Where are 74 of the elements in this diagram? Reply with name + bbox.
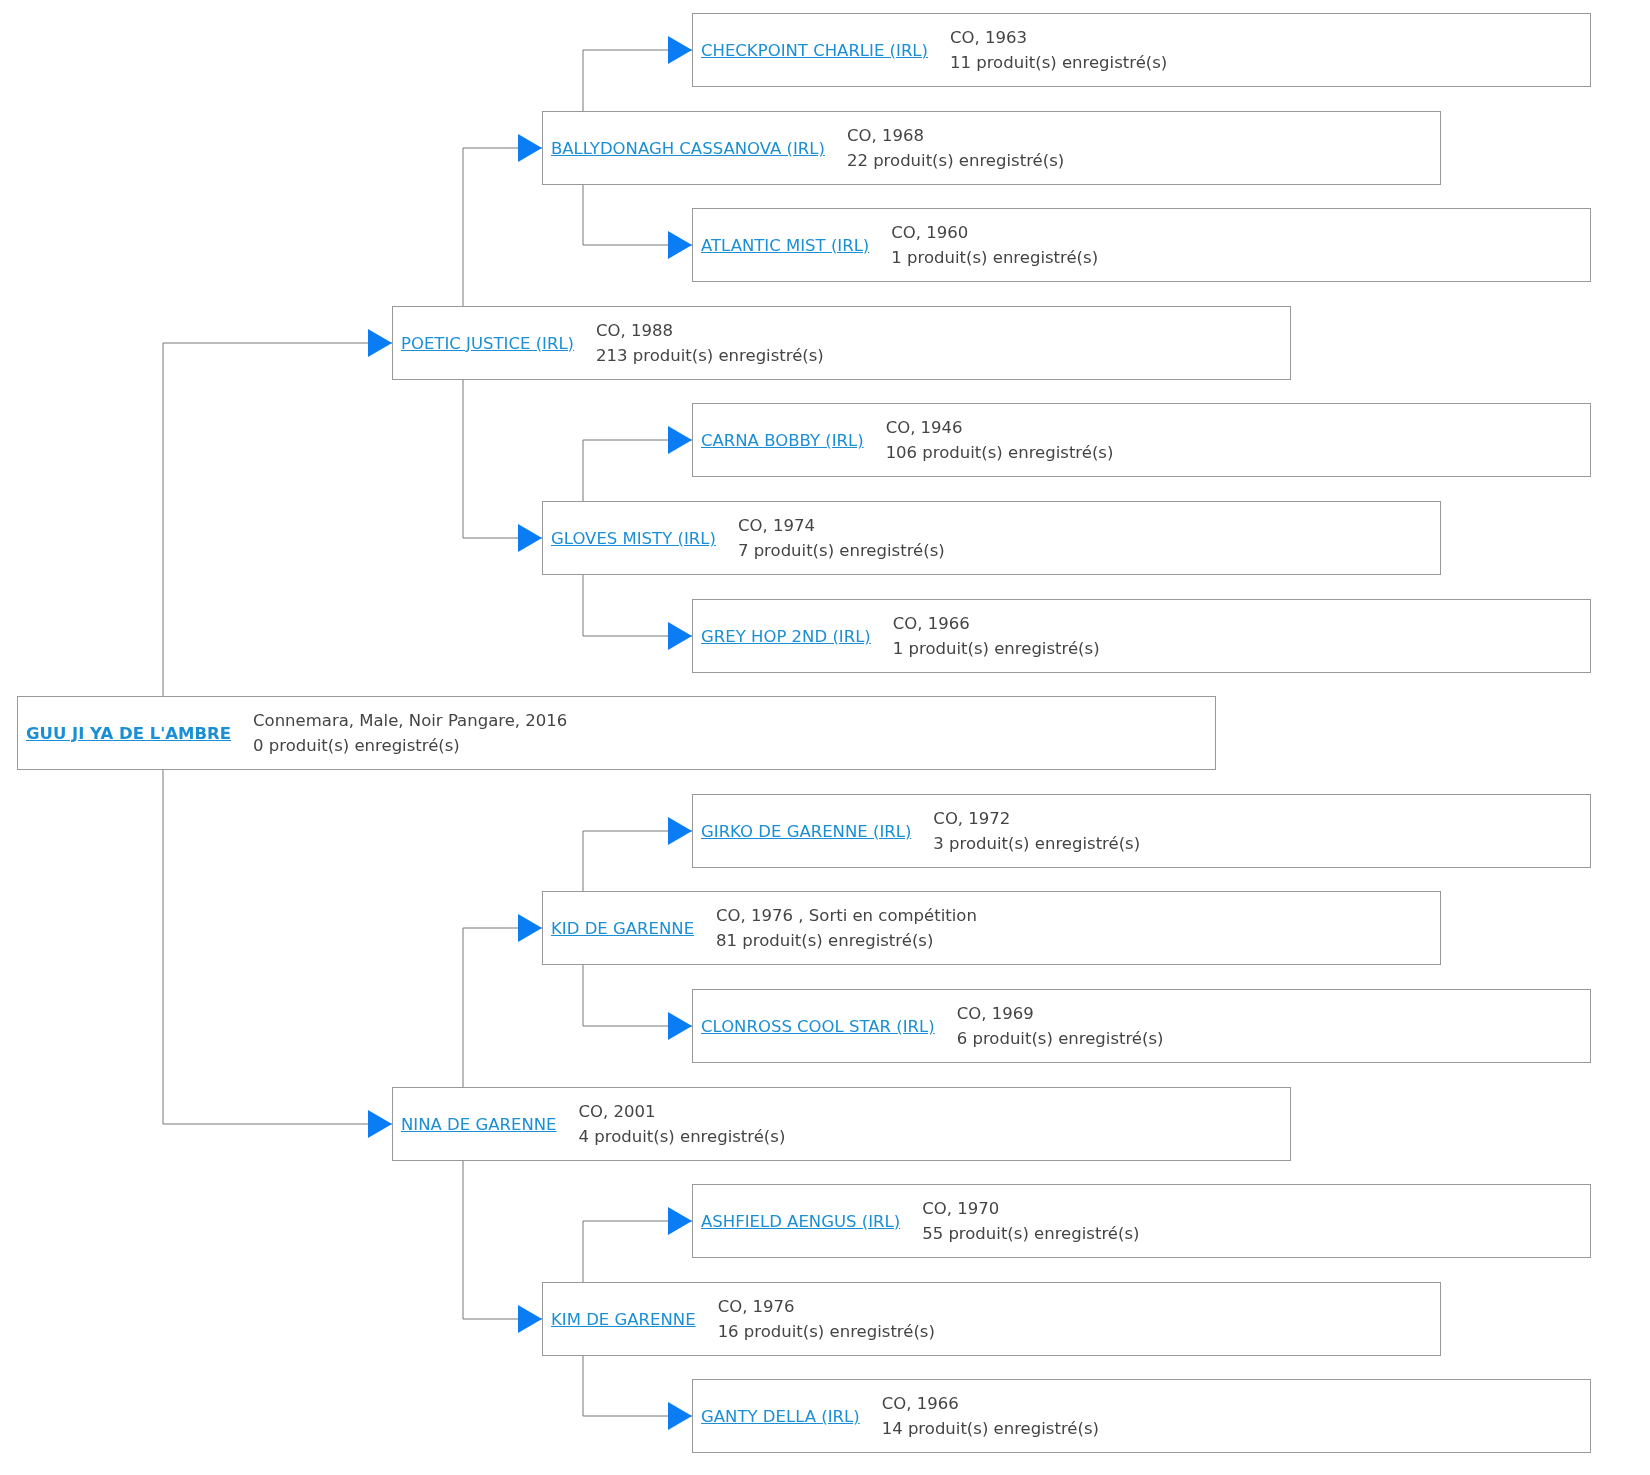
horse-details: CO, 1974 (737, 516, 816, 535)
horse-name-link: CARNA BOBBY (IRL) (701, 430, 864, 450)
pedigree-box (542, 501, 1441, 575)
offspring-count: 14 produit(s) enregistré(s) (881, 1419, 1099, 1438)
connector-arrow (462, 134, 543, 307)
offspring-count: 1 produit(s) enregistré(s) (892, 639, 1100, 658)
connector-arrow (582, 964, 693, 1040)
offspring-count: 7 produit(s) enregistré(s) (737, 541, 945, 560)
horse-name-link: ASHFIELD AENGUS (IRL) (701, 1211, 901, 1231)
horse-details: CO, 1970 (922, 1199, 1001, 1218)
horse-details: CO, 1969 (956, 1004, 1035, 1023)
horse-name-link: GANTY DELLA (IRL) (701, 1406, 860, 1426)
offspring-count: 4 produit(s) enregistré(s) (578, 1127, 786, 1146)
horse-details: CO, 1946 (885, 418, 964, 437)
offspring-count: 81 produit(s) enregistré(s) (716, 931, 935, 950)
horse-name-link: CHECKPOINT CHARLIE (IRL) (701, 40, 928, 60)
pedigree-box (692, 208, 1591, 282)
pedigree-box (692, 1379, 1591, 1453)
offspring-count: 3 produit(s) enregistré(s) (933, 834, 1141, 853)
horse-name-link: BALLYDONAGH CASSANOVA (IRL) (551, 138, 825, 158)
horse-details: CO, 1963 (950, 28, 1028, 47)
pedigree-box (692, 13, 1591, 87)
horse-details: CO, 1972 (933, 809, 1012, 828)
horse-details: CO, 1966 (881, 1394, 960, 1413)
pedigree-box (542, 111, 1441, 185)
connector-arrow (582, 36, 693, 112)
connector-arrow (462, 1160, 543, 1333)
connector-arrow (462, 379, 543, 552)
offspring-count: 1 produit(s) enregistré(s) (891, 248, 1099, 267)
offspring-count: 16 produit(s) enregistré(s) (717, 1322, 935, 1341)
offspring-count: 11 produit(s) enregistré(s) (950, 53, 1168, 72)
connector-arrow (582, 426, 693, 502)
pedigree-box (17, 696, 1216, 770)
offspring-count: 22 produit(s) enregistré(s) (846, 151, 1065, 170)
horse-name-link: GUU JI YA DE L'AMBRE (26, 723, 231, 743)
horse-name-link: KID DE GARENNE (551, 918, 695, 938)
connector-arrow (162, 769, 393, 1138)
pedigree-box (692, 599, 1591, 673)
horse-name-link: GLOVES MISTY (IRL) (551, 528, 716, 548)
horse-details: CO, 1966 (892, 614, 971, 633)
connector-arrow (162, 329, 393, 697)
horse-name-link: POETIC JUSTICE (IRL) (401, 333, 575, 353)
connector-arrow (582, 817, 693, 892)
connector-arrow (582, 184, 693, 259)
horse-details: Connemara, Male, Noir Pangare, 2016 (253, 711, 568, 730)
horse-name-link: CLONROSS COOL STAR (IRL) (701, 1016, 935, 1036)
horse-name-link: ATLANTIC MIST (IRL) (701, 235, 870, 255)
horse-details: CO, 1988 (596, 321, 675, 340)
connector-arrow (582, 1355, 693, 1430)
pedigree-box (542, 1282, 1441, 1356)
horse-details: CO, 1976 , Sorti en compétition (716, 906, 977, 925)
horse-name-link: GIRKO DE GARENNE (IRL) (701, 821, 912, 841)
pedigree-box (692, 794, 1591, 868)
connector-arrow (582, 574, 693, 650)
pedigree-box (392, 1087, 1291, 1161)
offspring-count: 0 produit(s) enregistré(s) (253, 736, 461, 755)
pedigree-box (542, 891, 1441, 965)
pedigree-box (692, 403, 1591, 477)
pedigree-box (392, 306, 1291, 380)
connector-arrow (582, 1207, 693, 1283)
pedigree-box (692, 1184, 1591, 1258)
horse-name-link: NINA DE GARENNE (401, 1114, 557, 1134)
offspring-count: 6 produit(s) enregistré(s) (956, 1029, 1164, 1048)
horse-details: CO, 1976 (717, 1297, 796, 1316)
offspring-count: 55 produit(s) enregistré(s) (922, 1224, 1140, 1243)
horse-name-link: GREY HOP 2ND (IRL) (701, 626, 871, 646)
connector-arrow (462, 914, 543, 1088)
offspring-count: 106 produit(s) enregistré(s) (885, 443, 1114, 462)
pedigree-box (692, 989, 1591, 1063)
horse-details: CO, 1968 (846, 126, 925, 145)
horse-details: CO, 1960 (891, 223, 970, 242)
offspring-count: 213 produit(s) enregistré(s) (596, 346, 824, 365)
horse-details: CO, 2001 (578, 1102, 657, 1121)
horse-name-link: KIM DE GARENNE (551, 1309, 696, 1329)
